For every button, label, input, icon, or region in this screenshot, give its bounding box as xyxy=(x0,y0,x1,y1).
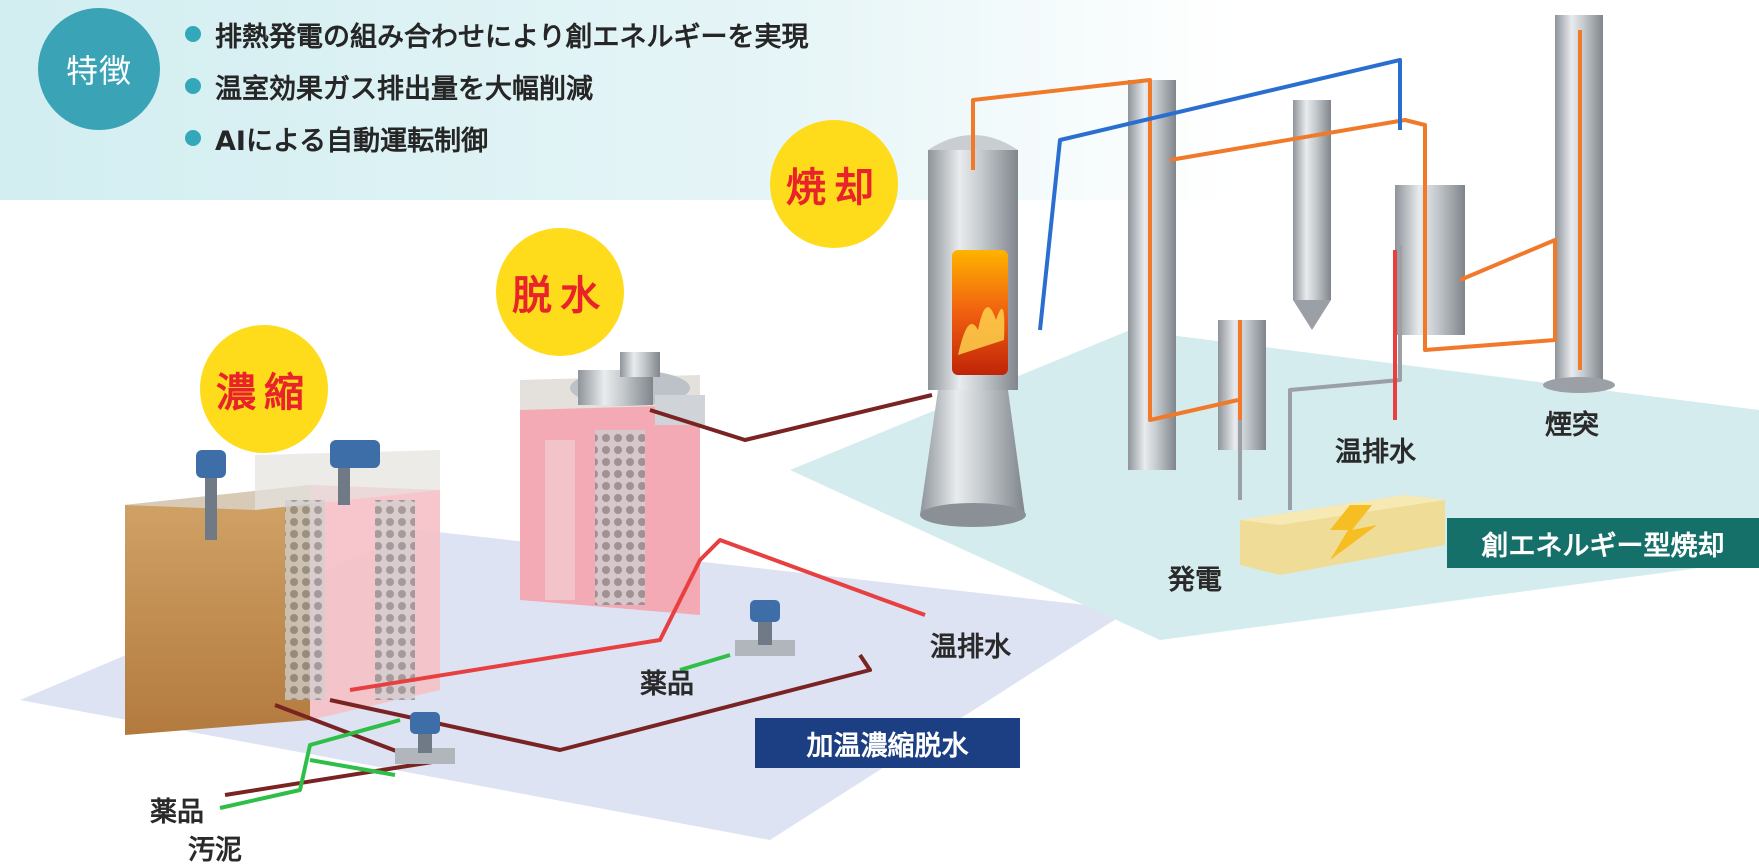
label-sludge: 汚泥 xyxy=(188,835,242,866)
label-warm-water-right: 温排水 xyxy=(1335,437,1416,468)
bullet-dot-icon xyxy=(185,26,201,42)
flow-green-3 xyxy=(679,653,731,672)
flow-green-1 xyxy=(219,718,401,810)
flow-orange-2 xyxy=(1169,118,1557,352)
bullet-dot-icon xyxy=(185,130,201,146)
label-warm-water-left: 温排水 xyxy=(930,632,1011,663)
bullet-dot-icon xyxy=(185,78,201,94)
column-3-cone xyxy=(1293,300,1331,330)
heat-exchanger xyxy=(1395,185,1465,335)
process-dewatering: 脱水 xyxy=(496,228,624,356)
process-concentration: 濃縮 xyxy=(200,325,328,453)
feature-badge: 特徴 xyxy=(38,8,160,130)
flow-blue xyxy=(1038,58,1402,331)
flow-orange-1 xyxy=(971,78,1239,422)
flow-dark-red-top xyxy=(649,393,933,442)
valve-left xyxy=(395,712,455,764)
concentration-tank xyxy=(125,440,440,735)
feature-item: 温室効果ガス排出量を大幅削減 xyxy=(185,60,808,112)
generator-box xyxy=(1240,495,1445,575)
section-heated-dewatering: 加温濃縮脱水 xyxy=(755,718,1020,768)
incinerator xyxy=(920,135,1026,527)
label-chemicals-mid: 薬品 xyxy=(640,669,694,700)
feature-list: 排熱発電の組み合わせにより創エネルギーを実現 温室効果ガス排出量を大幅削減 AI… xyxy=(185,8,808,164)
flow-red-left xyxy=(349,538,926,692)
section-energy-incineration: 創エネルギー型焼却 xyxy=(1447,518,1759,568)
feature-item: 排熱発電の組み合わせにより創エネルギーを実現 xyxy=(185,8,808,60)
label-chimney: 煙突 xyxy=(1545,410,1599,441)
flow-green-2 xyxy=(309,758,396,777)
column-3 xyxy=(1293,100,1331,300)
label-power: 発電 xyxy=(1168,565,1222,596)
flow-gray xyxy=(1288,245,1402,510)
label-chemicals-left: 薬品 xyxy=(150,797,204,828)
flow-dark-red-loop xyxy=(329,653,872,752)
valve-mid xyxy=(735,600,795,656)
dewatering-tank xyxy=(520,352,705,615)
feature-item: AIによる自動運転制御 xyxy=(185,112,808,164)
process-incineration: 焼却 xyxy=(770,120,898,248)
